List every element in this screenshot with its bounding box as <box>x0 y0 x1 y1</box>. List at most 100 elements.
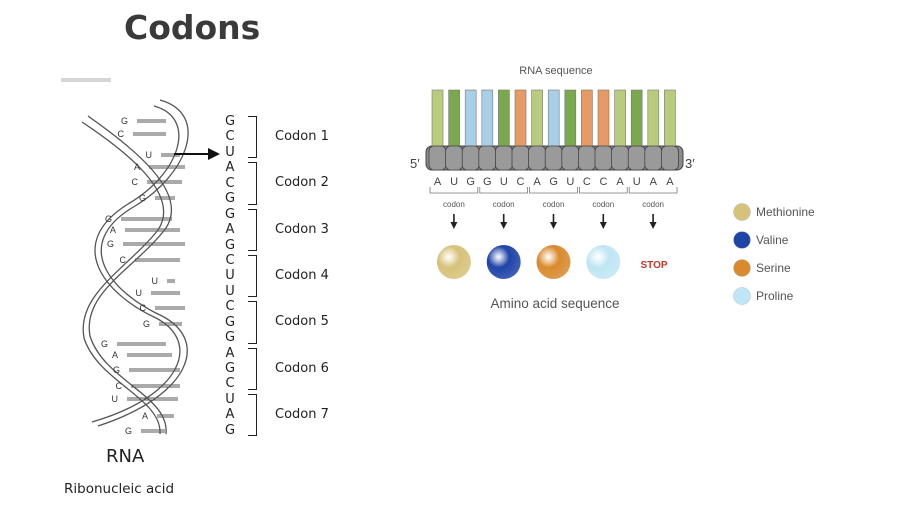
codon-label: Codon 2 <box>275 175 329 191</box>
legend-label: Methionine <box>756 205 815 219</box>
valine-sphere <box>486 245 521 279</box>
codon-word: codon <box>642 200 664 209</box>
sequence-base: G <box>224 206 236 222</box>
amino-acid-sequence-label: Amino acid sequence <box>490 296 619 311</box>
base-letter: U <box>450 176 458 188</box>
backbone-segment <box>428 145 447 171</box>
codon-bracket <box>248 301 257 344</box>
codon-arrow-head <box>450 222 458 229</box>
helix-base-letter: C <box>118 129 125 139</box>
base-letter: A <box>533 176 541 188</box>
helix-backbone-b <box>87 115 173 435</box>
helix-base-letter: G <box>139 193 146 203</box>
base-bar <box>448 89 460 149</box>
sequence-base: A <box>225 222 235 238</box>
base-letter: A <box>666 176 674 188</box>
base-bar <box>498 89 510 149</box>
helix-base-letter: G <box>101 339 108 349</box>
codon-word: codon <box>592 200 614 209</box>
sequence-base: A <box>225 407 235 423</box>
backbone-segment <box>495 145 513 171</box>
sequence-base: C <box>225 129 235 145</box>
sequence-base: C <box>225 299 235 315</box>
backbone-segment <box>611 145 630 171</box>
backbone-segment <box>511 145 530 171</box>
sequence-base: U <box>225 283 235 299</box>
sequence-base: A <box>225 345 235 361</box>
codon-label: Codon 7 <box>275 407 329 423</box>
base-bar <box>531 89 543 149</box>
base-bar <box>431 89 444 149</box>
sequence-base: G <box>224 361 236 376</box>
backbone-segment <box>644 145 663 171</box>
sequence-base: C <box>225 376 235 392</box>
legend-label: Proline <box>756 289 794 303</box>
legend-swatch <box>733 203 751 221</box>
codon-bracket <box>248 394 257 437</box>
helix-backbone-a <box>97 99 189 427</box>
base-bar <box>647 89 660 149</box>
backbone-segment <box>544 145 563 171</box>
helix-base-letter: G <box>143 319 150 329</box>
backbone-segment <box>528 145 547 171</box>
codon-arrow-head <box>599 222 607 229</box>
helix-base-letter: U <box>152 276 159 286</box>
helix-base-letter: G <box>105 214 112 224</box>
base-letter: C <box>583 176 591 188</box>
stop-label: STOP <box>640 260 667 271</box>
sequence-base: G <box>224 422 236 438</box>
codon-bracket <box>529 187 578 194</box>
helix-base-letter: C <box>116 381 123 391</box>
helix-rungs <box>117 119 185 433</box>
codon-bracket <box>628 187 678 194</box>
rna-sequence-label: RNA sequence <box>519 65 592 77</box>
sequence-base: U <box>225 391 235 407</box>
codon-bracket <box>248 208 257 252</box>
amino-acid-sequence <box>436 245 621 279</box>
five-prime-label: 5′ <box>410 156 420 171</box>
codon-label: Codon 5 <box>275 314 329 330</box>
sequence-base: G <box>224 237 236 253</box>
codon-bracket <box>479 187 528 194</box>
sequence-base: U <box>225 144 235 160</box>
sequence-base: G <box>224 114 236 129</box>
codon-label: Codon 3 <box>275 221 329 237</box>
methionine-sphere <box>436 245 471 279</box>
legend-label: Serine <box>756 261 791 275</box>
legend-swatch <box>733 259 751 277</box>
base-bar <box>664 89 676 149</box>
backbone-segment <box>594 145 613 171</box>
base-bars <box>425 89 684 171</box>
proline-sphere <box>586 245 621 279</box>
base-letter: C <box>600 176 608 188</box>
codon-bracket <box>429 187 479 194</box>
title-underline <box>61 78 111 82</box>
base-letter: G <box>549 176 558 188</box>
helix-base-letter: G <box>121 116 128 126</box>
base-bar <box>597 89 610 149</box>
backbone-segment <box>660 145 679 171</box>
sequence-base: A <box>225 160 235 176</box>
helix-base-letter: C <box>120 255 127 265</box>
helix-base-letter: G <box>107 239 114 249</box>
codon-label: Codon 1 <box>275 129 329 144</box>
sequence-base: G <box>224 330 236 346</box>
base-letter: A <box>650 176 658 188</box>
legend-swatch <box>733 231 751 249</box>
rna-full-name: Ribonucleic acid <box>64 481 175 497</box>
base-bar <box>481 89 494 149</box>
helix-base-letter: A <box>134 162 140 172</box>
base-bar <box>581 89 593 149</box>
base-letter: U <box>566 176 574 188</box>
backbone-segment <box>478 145 497 171</box>
codon-arrow-head <box>550 222 557 229</box>
base-letter: U <box>500 176 508 188</box>
helix-base-letter: C <box>140 303 147 313</box>
